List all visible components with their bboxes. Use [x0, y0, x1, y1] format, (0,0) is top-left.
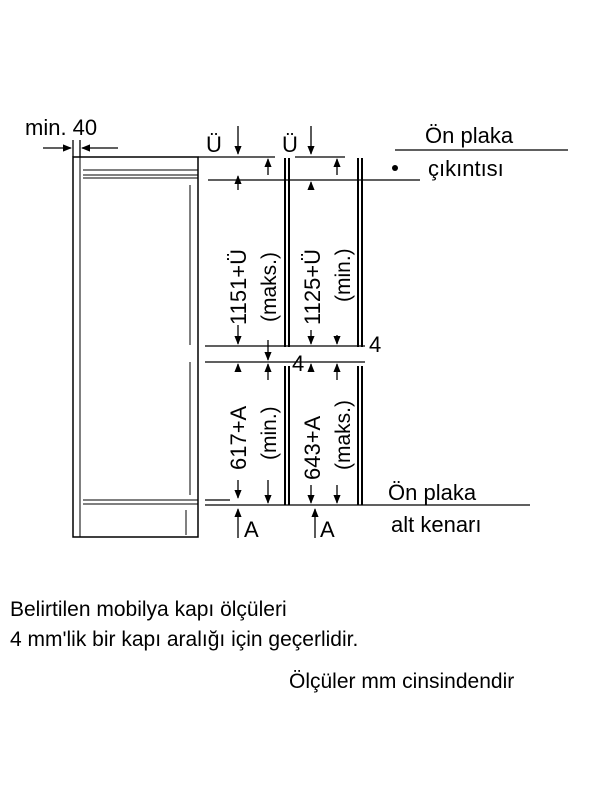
installation-dimension-diagram: min. 40 Ü Ü 1151+Ü (maks.) 1125+Ü (min.)… — [25, 115, 568, 542]
door-gap-label-1: 4 — [292, 351, 304, 376]
lower-door-min-note: (min.) — [258, 406, 281, 460]
front-projection-label-2: çıkıntısı — [428, 156, 504, 181]
projection-marker — [392, 165, 398, 171]
front-bottom-label-2: alt kenarı — [391, 512, 482, 537]
appliance-doors — [284, 158, 363, 505]
note-line-2: 4 mm'lik bir kapı aralığı için geçerlidi… — [10, 628, 359, 651]
bottom-symbol-1: A — [244, 517, 259, 542]
front-projection-label-1: Ön plaka — [425, 123, 514, 148]
lower-door-max-dim: 643+A — [300, 415, 325, 480]
bottom-symbol-2: A — [320, 517, 335, 542]
lower-door-max-note: (maks.) — [332, 400, 355, 470]
lower-door-min-dim: 617+A — [226, 405, 251, 470]
dimension-arrows — [234, 158, 341, 504]
min-gap-arrows — [43, 140, 118, 157]
units-note: Ölçüler mm cinsindendir — [289, 670, 515, 693]
note-line-1: Belirtilen mobilya kapı ölçüleri — [10, 598, 287, 621]
min-gap-label: min. 40 — [25, 115, 97, 140]
door-gap-label-2: 4 — [369, 332, 381, 357]
front-bottom-label-1: Ön plaka — [388, 480, 477, 505]
top-symbol-1: Ü — [206, 132, 222, 157]
cabinet-niche — [72, 156, 199, 538]
upper-door-max-note: (maks.) — [258, 252, 281, 322]
upper-door-min-dim: 1125+Ü — [300, 249, 325, 325]
top-symbol-2: Ü — [282, 132, 298, 157]
upper-door-max-dim: 1151+Ü — [226, 249, 251, 325]
upper-door-min-note: (min.) — [332, 248, 355, 302]
reference-lines — [198, 149, 568, 506]
